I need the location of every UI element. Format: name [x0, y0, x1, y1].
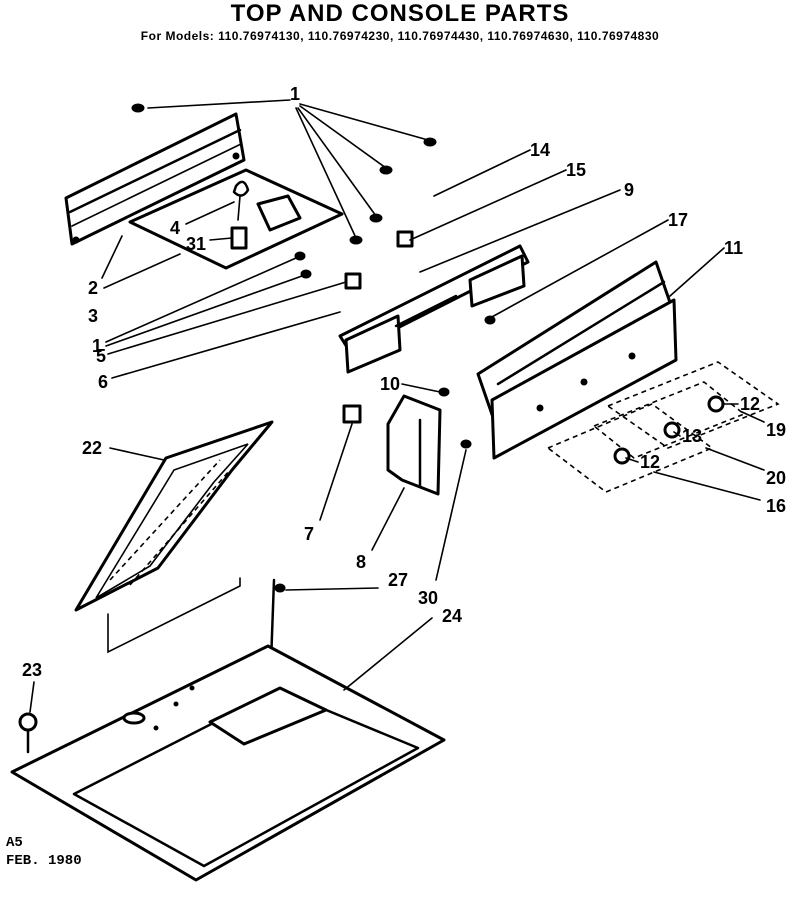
part-label: 5	[96, 346, 106, 366]
footer-code: A5	[6, 835, 23, 851]
part-label: 1	[92, 336, 102, 356]
lint-screen-part-22	[74, 420, 274, 612]
part-label: 19	[766, 420, 786, 440]
footer: A5 FEB. 1980	[6, 834, 82, 870]
part-label: 23	[22, 660, 42, 680]
part-label: 30	[418, 588, 438, 608]
leader-lines	[29, 99, 765, 713]
part-label: 11	[724, 238, 743, 258]
part-label: 8	[356, 552, 366, 572]
model-numbers: For Models: 110.76974130, 110.76974230, …	[140, 29, 660, 43]
part-label: 2	[88, 278, 98, 298]
part-label: 16	[766, 496, 786, 516]
part-label: 6	[98, 372, 108, 392]
clip-part-7	[342, 404, 362, 424]
part-label: 12	[640, 452, 660, 472]
part-label: 17	[668, 210, 688, 230]
part-label: 4	[170, 218, 180, 238]
part-label: 14	[530, 140, 550, 160]
part-label: 31	[186, 234, 206, 254]
part-label: 20	[766, 468, 786, 488]
part-label: 12	[740, 394, 760, 414]
part-callouts: 1 14 15 9 17 11 2 3 4 31 1 5 6 10 12 13 …	[22, 84, 786, 680]
part-label: 10	[380, 374, 400, 394]
console-rail-part-9	[338, 244, 530, 374]
part-label: 3	[88, 306, 98, 326]
part-label: 22	[82, 438, 102, 458]
part-label: 9	[624, 180, 634, 200]
switch-plates-parts-19-20-16	[546, 361, 780, 493]
rear-panel-part-2	[64, 112, 246, 246]
part-label: 13	[682, 426, 702, 446]
top-panel-part-24	[10, 644, 446, 882]
control-plate-part-3	[128, 168, 344, 270]
footer-date: FEB. 1980	[6, 853, 82, 869]
part-label: 27	[388, 570, 408, 590]
part-label: 7	[304, 524, 314, 544]
lint-housing-outline	[107, 577, 241, 654]
diagram-title: TOP AND CONSOLE PARTS	[230, 0, 570, 27]
part-label: 15	[566, 160, 586, 180]
screws-part-1	[131, 103, 496, 593]
foot-part-23	[18, 712, 38, 754]
console-housing-part-11	[476, 260, 678, 460]
bracket-part-8	[386, 394, 442, 496]
part-label: 1	[290, 84, 300, 104]
part-label: 24	[442, 606, 462, 626]
